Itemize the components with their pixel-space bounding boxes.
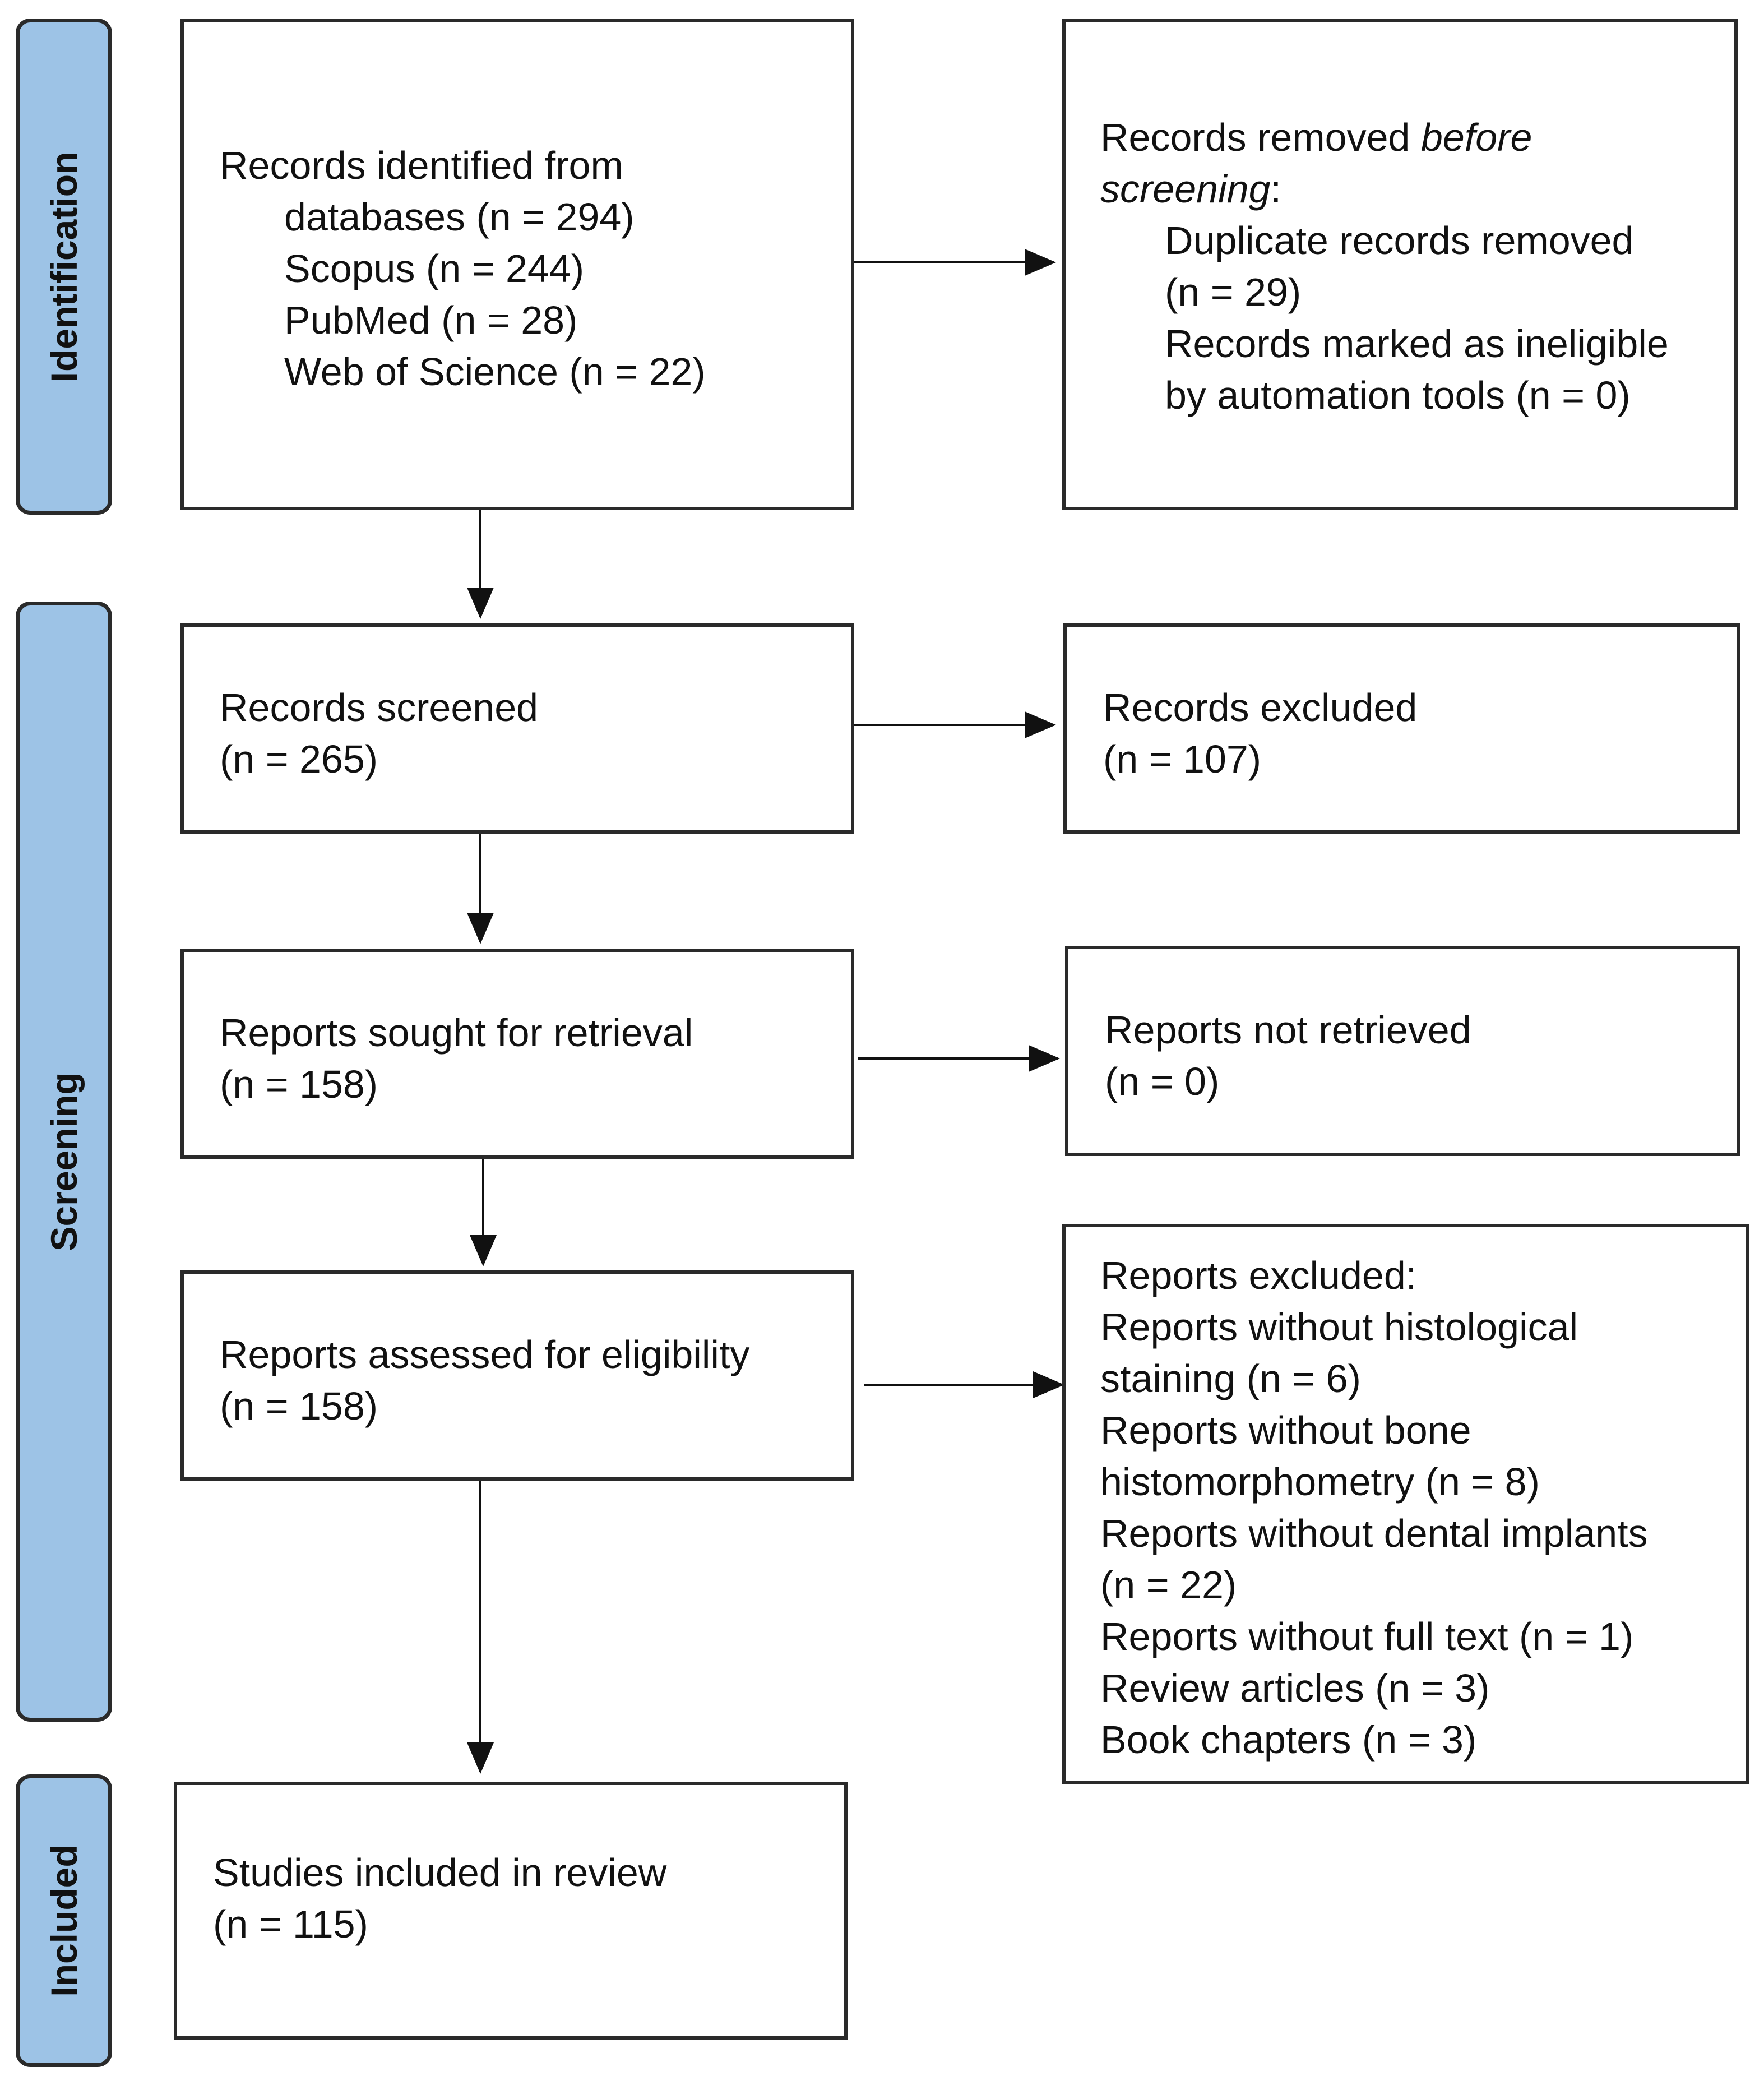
reports-excluded-title: Reports excluded: [1100, 1254, 1417, 1297]
records-identified-databases: databases (n = 294) [284, 195, 635, 239]
records-excluded-box: Records excluded (n = 107) [1063, 623, 1740, 834]
records-identified-scopus: Scopus (n = 244) [284, 247, 585, 290]
phase-included: Included [16, 1774, 112, 2067]
records-identified-pubmed: PubMed (n = 28) [284, 298, 578, 342]
excluded-book-chapters: Book chapters (n = 3) [1100, 1718, 1477, 1762]
excluded-no-implants: Reports without dental implants [1100, 1511, 1648, 1555]
excluded-no-histology-count: staining (n = 6) [1100, 1357, 1361, 1400]
excluded-review-articles: Review articles (n = 3) [1100, 1666, 1490, 1710]
duplicates-removed: Duplicate records removed [1165, 219, 1634, 262]
records-screened-count: (n = 265) [220, 737, 378, 781]
phase-identification: Identification [16, 19, 112, 515]
records-identified-title: Records identified from [220, 144, 623, 187]
records-removed-box: Records removed before screening: Duplic… [1062, 19, 1738, 510]
reports-sought-box: Reports sought for retrieval (n = 158) [180, 949, 854, 1159]
reports-not-retrieved-count: (n = 0) [1105, 1060, 1220, 1103]
excluded-no-histomorphometry: Reports without bone [1100, 1408, 1471, 1452]
excluded-no-histology: Reports without histological [1100, 1305, 1578, 1349]
records-removed-title-cont: screening: [1100, 167, 1281, 211]
studies-included-box: Studies included in review (n = 115) [174, 1782, 848, 2040]
phase-screening: Screening [16, 602, 112, 1722]
automation-ineligible: Records marked as ineligible [1165, 322, 1669, 366]
reports-assessed-label: Reports assessed for eligibility [220, 1333, 750, 1376]
reports-not-retrieved-box: Reports not retrieved (n = 0) [1065, 946, 1740, 1156]
excluded-no-histomorphometry-count: histomorphometry (n = 8) [1100, 1460, 1540, 1504]
records-removed-title: Records removed before [1100, 115, 1532, 159]
records-excluded-label: Records excluded [1103, 686, 1418, 729]
automation-ineligible-count: by automation tools (n = 0) [1165, 373, 1631, 417]
reports-excluded-box: Reports excluded: Reports without histol… [1062, 1224, 1749, 1784]
reports-sought-label: Reports sought for retrieval [220, 1011, 693, 1055]
excluded-no-full-text: Reports without full text (n = 1) [1100, 1615, 1634, 1658]
records-screened-label: Records screened [220, 686, 539, 729]
records-excluded-count: (n = 107) [1103, 737, 1262, 781]
records-screened-box: Records screened (n = 265) [180, 623, 854, 834]
duplicates-removed-count: (n = 29) [1165, 270, 1302, 314]
reports-not-retrieved-label: Reports not retrieved [1105, 1008, 1471, 1052]
reports-sought-count: (n = 158) [220, 1062, 378, 1106]
excluded-no-implants-count: (n = 22) [1100, 1563, 1237, 1607]
records-identified-wos: Web of Science (n = 22) [284, 350, 706, 394]
reports-assessed-box: Reports assessed for eligibility (n = 15… [180, 1270, 854, 1481]
records-identified-box: Records identified from databases (n = 2… [180, 19, 854, 510]
reports-assessed-count: (n = 158) [220, 1384, 378, 1428]
studies-included-count: (n = 115) [213, 1902, 368, 1946]
studies-included-label: Studies included in review [213, 1851, 667, 1894]
